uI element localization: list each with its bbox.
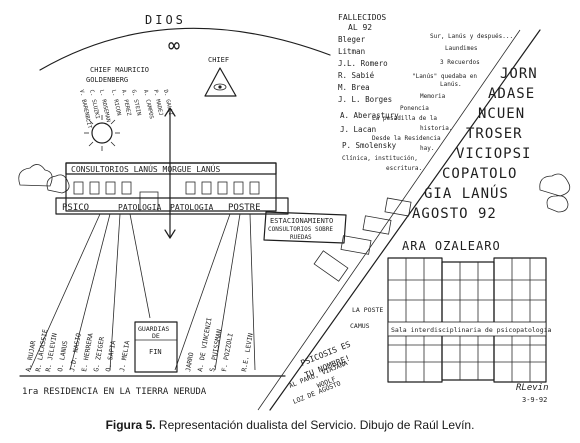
staff-name: L. RICON [110,89,121,116]
fallecido-name: A. Aberastury [340,111,399,120]
jornadas-line: TROSER [466,126,523,142]
fallecido-name: P. Smolensky [342,141,397,150]
fallecido-name: Bleger [338,35,366,44]
fallecido-name: M. Brea [338,83,370,92]
jornadas-line: AGOSTO 92 [412,206,497,222]
building-base-postre: POSTRE [228,203,261,213]
fallecidos-year: AL 92 [348,23,372,32]
note-text: Laundimes [445,45,478,52]
bushes-left [18,164,70,194]
hand-drawn-diagram: DIOS ∞ CHIEF MAURICIO GOLDENBERG V. BARE… [18,13,571,411]
note-text: Lanús. [440,81,462,88]
vertical-arrow-icon [164,107,176,239]
bushes-right [539,173,571,213]
heaven-arc [39,27,331,71]
light-rays [29,213,256,371]
note-text: La pesadilla de la [372,115,437,122]
caption-text: Representación dualista del Servicio. Di… [158,418,475,432]
infinity-symbol: ∞ [168,33,180,57]
note-text: "Lanús" quedaba en [412,73,477,80]
resident-name: JARRO [184,352,195,373]
fallecidos-heading: FALLECIDOS [338,13,386,22]
note-text: escritura. [386,165,422,172]
guardias-line1: GUARDIAS [138,325,169,333]
fallecido-name: Litman [338,47,365,56]
sala-label: Sala interdisciplinaria de psicopatologí… [391,326,552,334]
hospital-building [387,257,547,383]
jornadas-line: ADASE [488,86,535,102]
parking-sign [263,211,347,244]
footer-residencia: 1ra RESIDENCIA EN LA TIERRA NERUDA [22,387,207,397]
note-text: historia. [420,125,453,132]
caption-label: Figura 5. [105,418,156,432]
guardias-box [134,321,178,373]
note-text: Ponencia [400,105,429,112]
note-text: 3 Recuerdos [440,59,480,66]
note-text: Memoria [420,93,446,100]
diagonal-road [269,29,541,411]
estacionamiento-line3: RUEDAS [290,234,312,241]
jornadas-line: JORN [500,66,538,82]
chief-left-line2: GOLDENBERG [86,76,128,84]
eye-triangle-icon [204,67,237,97]
fallecido-name: J. Lacan [340,125,376,134]
estacionamiento-line2: CONSULTORIOS SOBRE [268,226,333,233]
signature-date: 3-9-92 [522,396,547,404]
note-text: Sur, Lanús y después... [430,33,513,40]
figure-caption: Figura 5. Representación dualista del Se… [0,418,580,432]
diagonal-blocks [313,197,412,282]
building-sign: CONSULTORIOS LANÚS MORGUE LANÚS [71,163,220,174]
note-text: hay. [420,145,434,152]
jornadas-line: VICIOPSI [456,146,531,162]
chief-right-label: CHIEF [208,56,229,64]
aprozaleano-label: ARA OZALEARO [402,239,501,253]
building-base-psico: PSICO [62,203,89,213]
note-text: Desde la Residencia [372,135,441,142]
jornadas-line: COPATOLO [442,166,517,182]
la-poste-line2: CAMUS [350,322,370,330]
jornadas-line: NCUEN [478,106,525,122]
staff-name: A. PEREZ [120,89,132,117]
note-text: Clínica, institución, [342,155,418,162]
staff-name: P. MADEJ [152,89,163,116]
main-building [55,162,289,215]
building-base-patologia-2: PATOLOGIA [170,203,214,212]
staff-name: D. GALLI [162,89,173,116]
la-poste-line1: LA POSTE [352,306,383,314]
fallecido-name: J.L. Romero [338,59,388,68]
staff-name: G. STEIN [130,89,141,116]
fallecido-name: J. L. Borges [338,95,392,104]
sun-icon [84,115,120,151]
signature: RLevin [516,383,549,393]
guardias-line3: FIN [149,348,162,356]
chief-left-line1: CHIEF MAURICIO [90,66,149,74]
building-base-patologia-1: PATOLOGIA [118,203,162,212]
guardias-line2: DE [152,332,160,340]
estacionamiento-line1: ESTACIONAMIENTO [270,217,333,225]
dios-label: DIOS [145,13,186,27]
fallecido-name: R. Sabié [338,71,375,80]
jornadas-line: GIA LANÚS [424,184,509,202]
